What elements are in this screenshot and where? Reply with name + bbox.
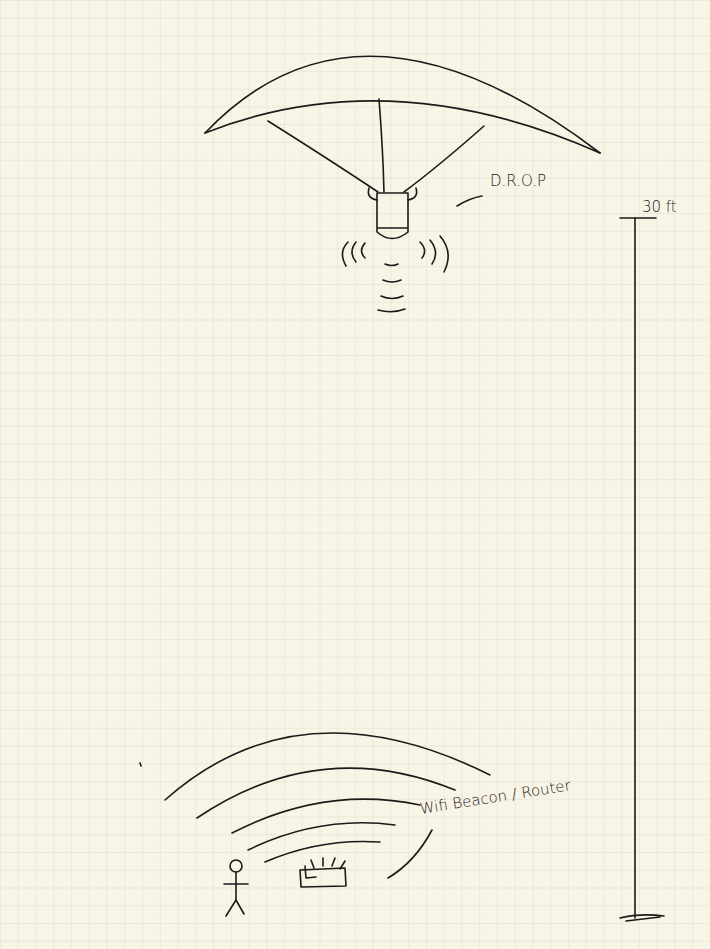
device-ear bbox=[408, 188, 417, 200]
signal-wave bbox=[440, 236, 448, 272]
signal-wave bbox=[383, 280, 401, 282]
person-legs bbox=[226, 900, 244, 916]
signal-wave bbox=[420, 242, 425, 258]
router-antenna bbox=[332, 858, 335, 866]
wifi-wave bbox=[248, 823, 395, 850]
device-ear bbox=[368, 188, 377, 200]
suspension-line bbox=[404, 126, 484, 192]
wifi-wave bbox=[165, 733, 490, 800]
signal-wave bbox=[385, 264, 398, 266]
dimension-tick bbox=[620, 915, 664, 921]
signal-wave bbox=[362, 243, 366, 258]
router-antenna bbox=[340, 861, 345, 869]
person-body bbox=[235, 872, 237, 900]
wifi-wave bbox=[197, 768, 455, 818]
router-antenna bbox=[322, 858, 324, 866]
suspension-line bbox=[379, 99, 384, 192]
dimension-line bbox=[634, 218, 636, 918]
stray-mark bbox=[140, 763, 141, 766]
person-arms bbox=[224, 883, 248, 885]
handwritten-label: D.R.O.P bbox=[490, 172, 546, 190]
router-antenna bbox=[311, 860, 314, 868]
signal-wave bbox=[430, 240, 436, 264]
dimension-tick bbox=[620, 217, 656, 219]
signal-wave bbox=[352, 242, 356, 262]
leader-line bbox=[457, 196, 482, 206]
suspension-line bbox=[268, 121, 378, 192]
drop-device-body bbox=[377, 193, 408, 239]
wifi-wave bbox=[232, 799, 420, 833]
signal-wave bbox=[378, 309, 405, 312]
person-head bbox=[230, 860, 242, 872]
parachute-canopy-inner bbox=[205, 101, 600, 153]
wifi-wave bbox=[388, 830, 432, 878]
signal-wave bbox=[342, 242, 348, 266]
handwritten-label: 30 ft bbox=[642, 198, 677, 216]
signal-wave bbox=[381, 296, 403, 299]
parachute-canopy-outer bbox=[205, 56, 600, 153]
device-detail bbox=[378, 227, 407, 229]
